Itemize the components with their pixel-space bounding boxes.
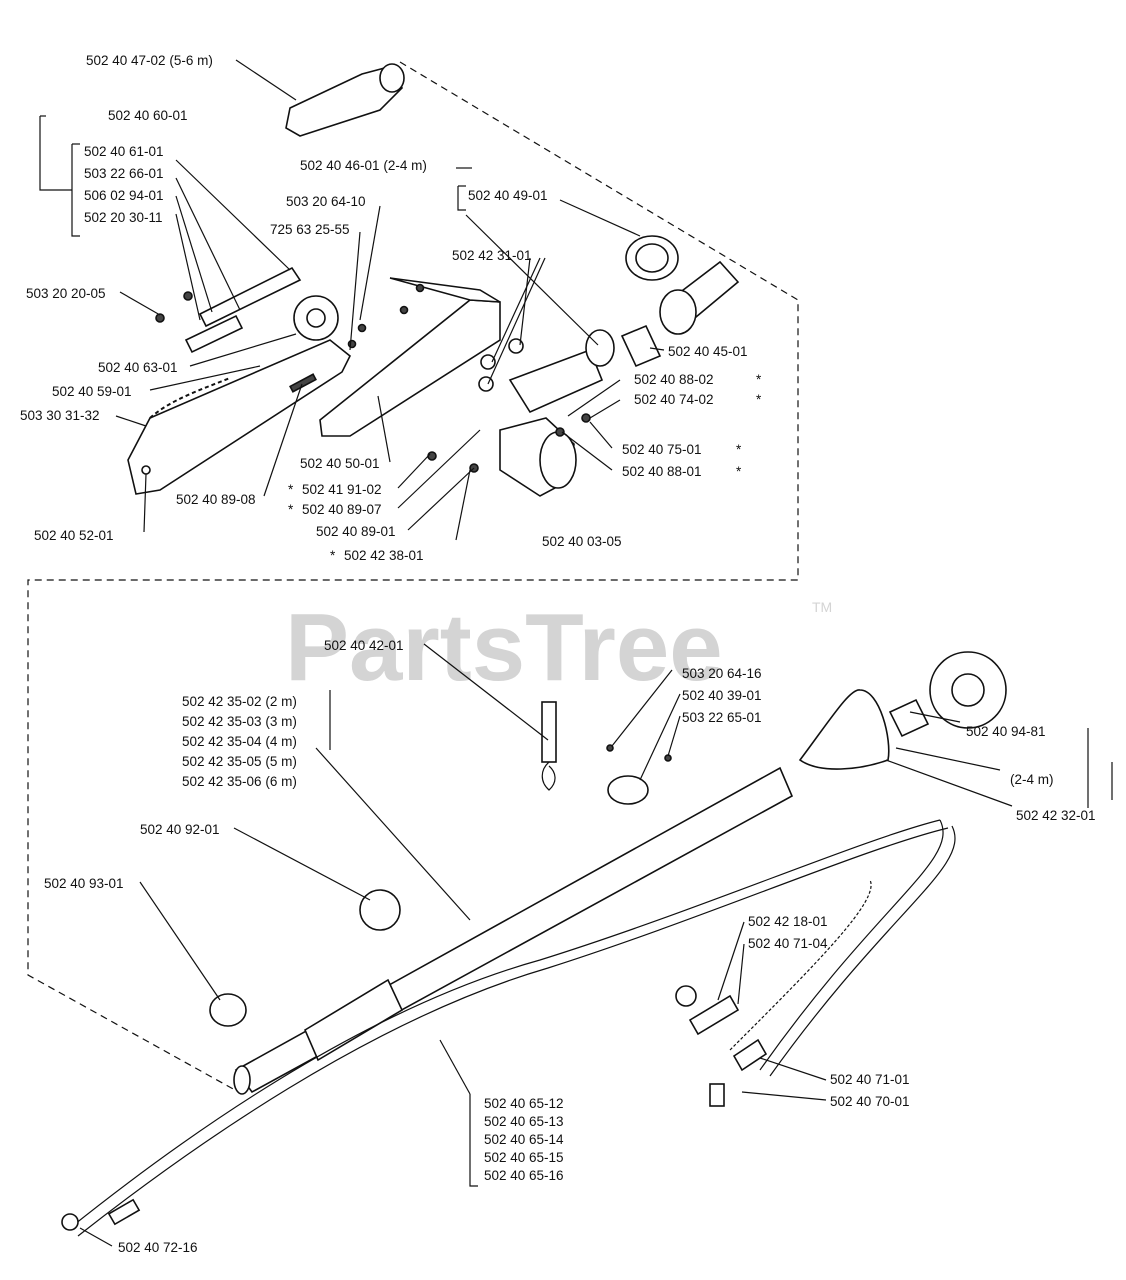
label-502-40-50-01: 502 40 50-01: [300, 456, 380, 471]
label-502-40-92-01: 502 40 92-01: [140, 822, 220, 837]
part-labels: 502 40 47-02 (5-6 m) 502 40 60-01 502 40…: [20, 53, 1096, 1255]
bushing-502-40-45-01: [620, 324, 662, 368]
watermark-text: PartsTree: [285, 594, 723, 701]
label-502-40-60-01: 502 40 60-01: [108, 108, 188, 123]
label-502-42-35-05: 502 42 35-05 (5 m): [182, 754, 297, 769]
label-502-40-89-07: 502 40 89-07: [302, 502, 382, 517]
throttle-cable: [69, 819, 949, 1237]
label-asterisk-89-07: *: [288, 502, 294, 517]
screws-upper: [155, 283, 591, 473]
label-asterisk-42-38-01: *: [330, 548, 336, 563]
label-2-4-m: (2-4 m): [1010, 772, 1054, 787]
leader-lines: [79, 59, 1013, 1247]
flexible-shaft-hose: [729, 819, 956, 1077]
label-502-40-63-01: 502 40 63-01: [98, 360, 178, 375]
label-502-40-89-08: 502 40 89-08: [176, 492, 256, 507]
pole-cover-5-6m: [285, 63, 405, 137]
label-503-22-66-01: 503 22 66-01: [84, 166, 164, 181]
label-asterisk-75-01: *: [736, 442, 742, 457]
label-502-40-71-01: 502 40 71-01: [830, 1072, 910, 1087]
saw-chain: [149, 377, 231, 419]
label-502-40-94-81: 502 40 94-81: [966, 724, 1046, 739]
connector-502-42-18-01: [675, 985, 768, 1107]
adapter-tube-502-40-46-01: [659, 260, 740, 335]
brackets: [39, 115, 1113, 1187]
label-502-40-74-02: 502 40 74-02: [634, 392, 714, 407]
label-503-22-65-01: 503 22 65-01: [682, 710, 762, 725]
label-asterisk-88-01: *: [736, 464, 742, 479]
label-502-40-88-02: 502 40 88-02: [634, 372, 714, 387]
label-502-42-35-02: 502 42 35-02 (2 m): [182, 694, 297, 709]
label-502-40-03-05: 502 40 03-05: [542, 534, 622, 549]
label-506-02-94-01: 506 02 94-01: [84, 188, 164, 203]
dashed-group-outline: [27, 61, 799, 1091]
drive-coupling: [508, 329, 615, 414]
label-502-40-52-01: 502 40 52-01: [34, 528, 114, 543]
gear-housing: [499, 417, 577, 497]
label-502-40-65-15: 502 40 65-15: [484, 1150, 564, 1165]
clamp-502-40-49-01: [625, 235, 679, 281]
label-502-41-91-02: 502 41 91-02: [302, 482, 382, 497]
bell-housing: [798, 651, 1007, 770]
label-502-42-18-01: 502 42 18-01: [748, 914, 828, 929]
label-503-20-20-05: 503 20 20-05: [26, 286, 106, 301]
label-502-40-89-01: 502 40 89-01: [316, 524, 396, 539]
label-502-40-75-01: 502 40 75-01: [622, 442, 702, 457]
clamp-502-40-93-01: [209, 993, 247, 1027]
label-502-40-61-01: 502 40 61-01: [84, 144, 164, 159]
label-502-42-35-06: 502 42 35-06 (6 m): [182, 774, 297, 789]
cable-end-502-40-72-16: [61, 1198, 141, 1231]
label-asterisk-41-91-02: *: [288, 482, 294, 497]
label-502-42-35-04: 502 42 35-04 (4 m): [182, 734, 297, 749]
watermark-trademark: TM: [812, 599, 832, 615]
label-502-40-70-01: 502 40 70-01: [830, 1094, 910, 1109]
pole-shaft: [233, 766, 794, 1095]
harness-hook: [541, 701, 557, 791]
label-502-40-93-01: 502 40 93-01: [44, 876, 124, 891]
saw-head-housing: [319, 277, 501, 437]
chain-guide-bar: [127, 339, 352, 495]
tensioner-assembly: [184, 266, 302, 354]
label-502-40-46-01: 502 40 46-01 (2-4 m): [300, 158, 427, 173]
label-502-40-72-16: 502 40 72-16: [118, 1240, 198, 1255]
label-502-40-49-01: 502 40 49-01: [468, 188, 548, 203]
label-502-42-35-03: 502 42 35-03 (3 m): [182, 714, 297, 729]
label-502-42-31-01: 502 42 31-01: [452, 248, 532, 263]
clamp-503-20-64-16: [606, 744, 672, 805]
label-502-40-65-12: 502 40 65-12: [484, 1096, 564, 1111]
label-503-30-31-32: 503 30 31-32: [20, 408, 100, 423]
label-502-40-65-16: 502 40 65-16: [484, 1168, 564, 1183]
label-502-40-59-01: 502 40 59-01: [52, 384, 132, 399]
label-502-40-39-01: 502 40 39-01: [682, 688, 762, 703]
label-asterisk-88-02: *: [756, 372, 762, 387]
clamp-502-40-92-01: [359, 889, 401, 931]
label-502-40-65-14: 502 40 65-14: [484, 1132, 564, 1147]
label-502-40-42-01: 502 40 42-01: [324, 638, 404, 653]
sprocket: [293, 295, 339, 341]
label-asterisk-74-02: *: [756, 392, 762, 407]
label-502-42-32-01: 502 42 32-01: [1016, 808, 1096, 823]
label-725-63-25-55: 725 63 25-55: [270, 222, 350, 237]
label-502-40-45-01: 502 40 45-01: [668, 344, 748, 359]
label-503-20-64-10: 503 20 64-10: [286, 194, 366, 209]
label-502-40-65-13: 502 40 65-13: [484, 1114, 564, 1129]
label-502-40-88-01: 502 40 88-01: [622, 464, 702, 479]
label-502-40-71-04: 502 40 71-04: [748, 936, 828, 951]
label-502-40-47-02: 502 40 47-02 (5-6 m): [86, 53, 213, 68]
label-502-42-38-01: 502 42 38-01: [344, 548, 424, 563]
label-503-20-64-16: 503 20 64-16: [682, 666, 762, 681]
label-502-20-30-11: 502 20 30-11: [84, 210, 163, 225]
